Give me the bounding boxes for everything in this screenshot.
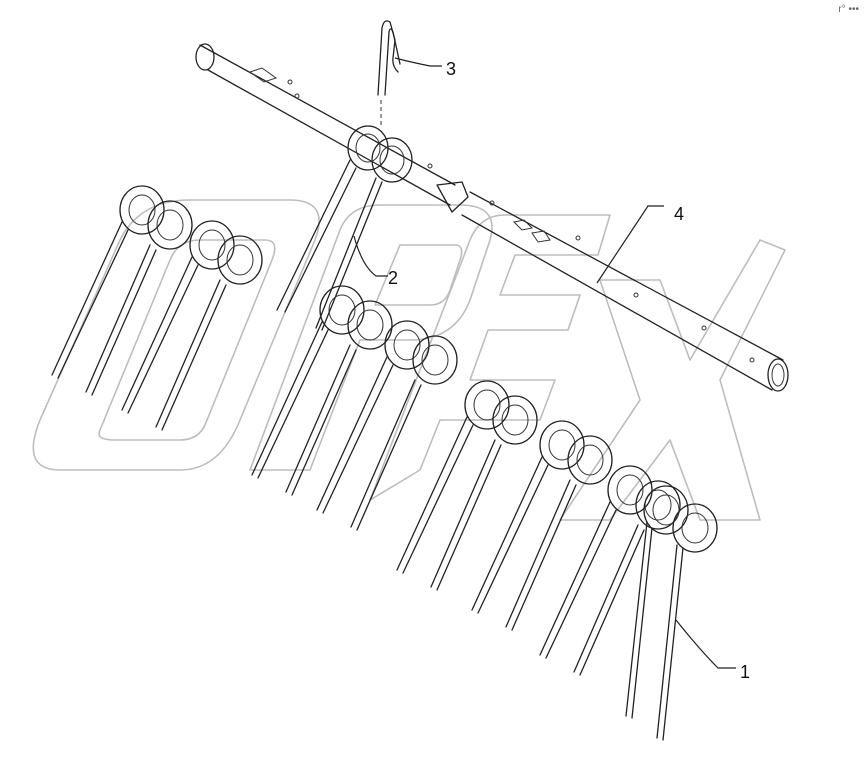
tine — [251, 285, 393, 496]
tine-front — [625, 485, 718, 741]
shaft-tube — [195, 43, 789, 392]
tine — [121, 220, 263, 431]
tine — [51, 185, 193, 396]
corner-reference: r° ••• — [838, 4, 859, 15]
tine-group — [51, 185, 718, 741]
double-tine-top — [276, 125, 413, 331]
leader-lines — [353, 57, 736, 669]
retaining-clip — [377, 20, 401, 128]
callout-4: 4 — [674, 204, 684, 224]
callout-1: 1 — [740, 662, 750, 682]
tine — [539, 465, 681, 676]
tine — [316, 320, 458, 531]
tine — [471, 420, 613, 631]
callout-2: 2 — [388, 268, 398, 288]
tine — [396, 380, 538, 591]
watermark — [32, 199, 786, 521]
callout-3: 3 — [446, 59, 456, 79]
